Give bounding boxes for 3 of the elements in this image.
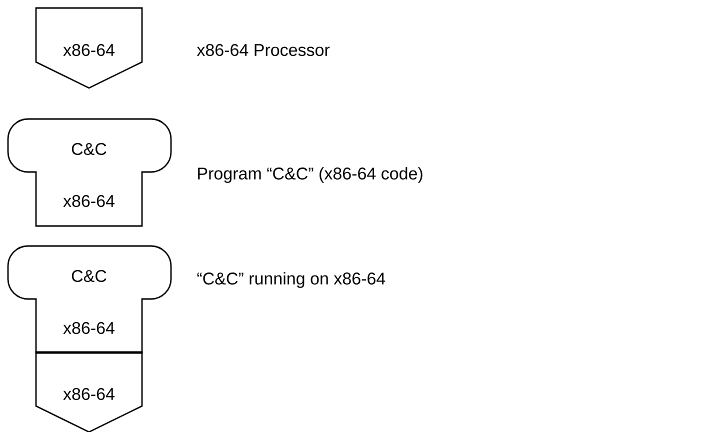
beside-text: x86-64 Processor	[196, 44, 330, 56]
beside-text: Program “C&C” (x86-64 code)	[198, 167, 422, 183]
beside-text: “C&C” running on x86-64	[197, 272, 386, 288]
